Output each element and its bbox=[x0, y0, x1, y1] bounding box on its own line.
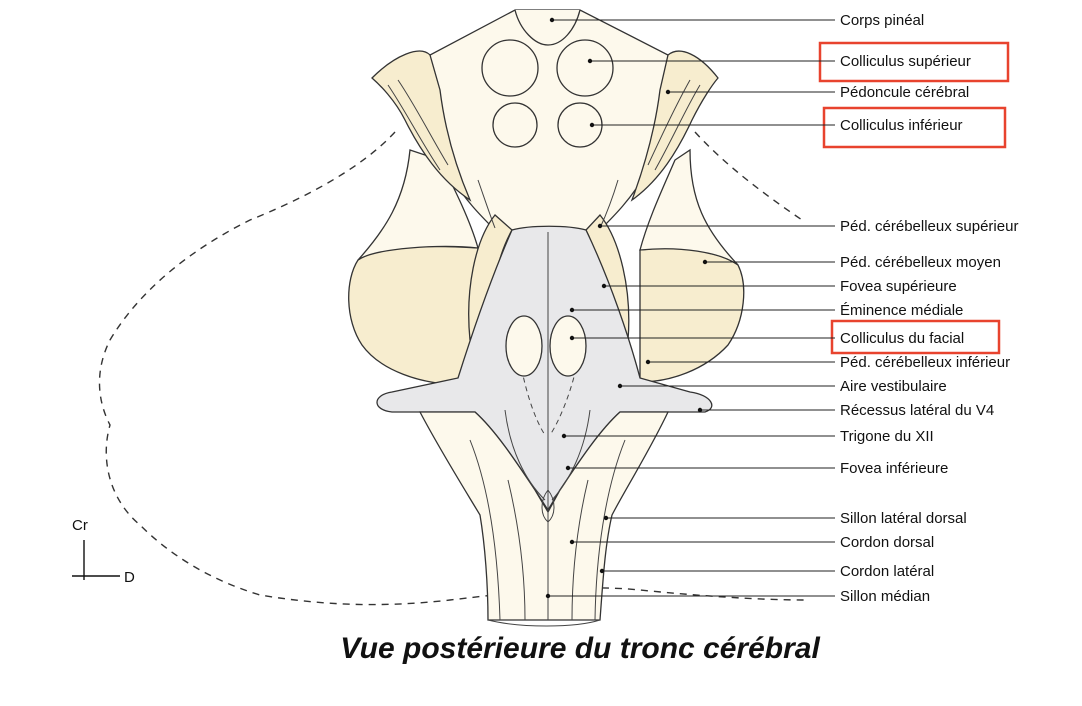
label-superior-fovea: Fovea supérieure bbox=[840, 278, 957, 295]
cerebellum-outline-right bbox=[694, 131, 806, 223]
superior-colliculus-right bbox=[556, 39, 614, 97]
label-medial-eminence: Éminence médiale bbox=[840, 302, 963, 319]
figure-caption: Vue postérieure du tronc cérébral bbox=[340, 632, 820, 665]
pineal-body bbox=[514, 9, 581, 46]
superior-colliculus-left bbox=[481, 39, 539, 97]
label-superior-colliculus: Colliculus supérieur bbox=[840, 53, 971, 70]
dorsal-label: D bbox=[124, 569, 135, 586]
inferior-colliculus-left bbox=[492, 102, 538, 148]
cerebral-peduncle-left bbox=[371, 50, 472, 202]
label-inferior-fovea: Fovea inférieure bbox=[840, 460, 948, 477]
label-superior-cerebellar-peduncle: Péd. cérébelleux supérieur bbox=[840, 218, 1018, 235]
label-cerebral-peduncle: Pédoncule cérébral bbox=[840, 84, 969, 101]
highlight-box-inferior-colliculus bbox=[822, 106, 1007, 149]
highlight-box-facial-colliculus bbox=[830, 319, 1001, 355]
label-hypoglossal-trigone: Trigone du XII bbox=[840, 428, 934, 445]
label-inferior-cerebellar-peduncle: Péd. cérébelleux inférieur bbox=[840, 354, 1010, 371]
label-vestibular-area: Aire vestibulaire bbox=[840, 378, 947, 395]
pons-lateral-right bbox=[639, 148, 739, 266]
leader-lines bbox=[545, 17, 835, 599]
highlight-box-superior-colliculus bbox=[818, 41, 1010, 83]
label-dorsolateral-sulcus: Sillon latéral dorsal bbox=[840, 510, 967, 527]
label-middle-cerebellar-peduncle: Péd. cérébelleux moyen bbox=[840, 254, 1001, 271]
label-inferior-colliculus: Colliculus inférieur bbox=[840, 117, 963, 134]
label-dorsal-funiculus: Cordon dorsal bbox=[840, 534, 934, 551]
label-lateral-funiculus: Cordon latéral bbox=[840, 563, 934, 580]
middle-cerebellar-peduncle-left bbox=[348, 245, 479, 386]
facial-colliculus-right bbox=[549, 315, 587, 377]
cranial-label: Cr bbox=[72, 517, 88, 534]
label-pineal-body: Corps pinéal bbox=[840, 12, 924, 29]
orientation-marker: Cr D bbox=[72, 517, 135, 586]
label-lateral-recess: Récessus latéral du V4 bbox=[840, 402, 994, 419]
cerebral-peduncle-right bbox=[630, 50, 719, 202]
label-facial-colliculus: Colliculus du facial bbox=[840, 330, 964, 347]
facial-colliculus-left bbox=[505, 315, 543, 377]
label-median-sulcus: Sillon médian bbox=[840, 588, 930, 605]
